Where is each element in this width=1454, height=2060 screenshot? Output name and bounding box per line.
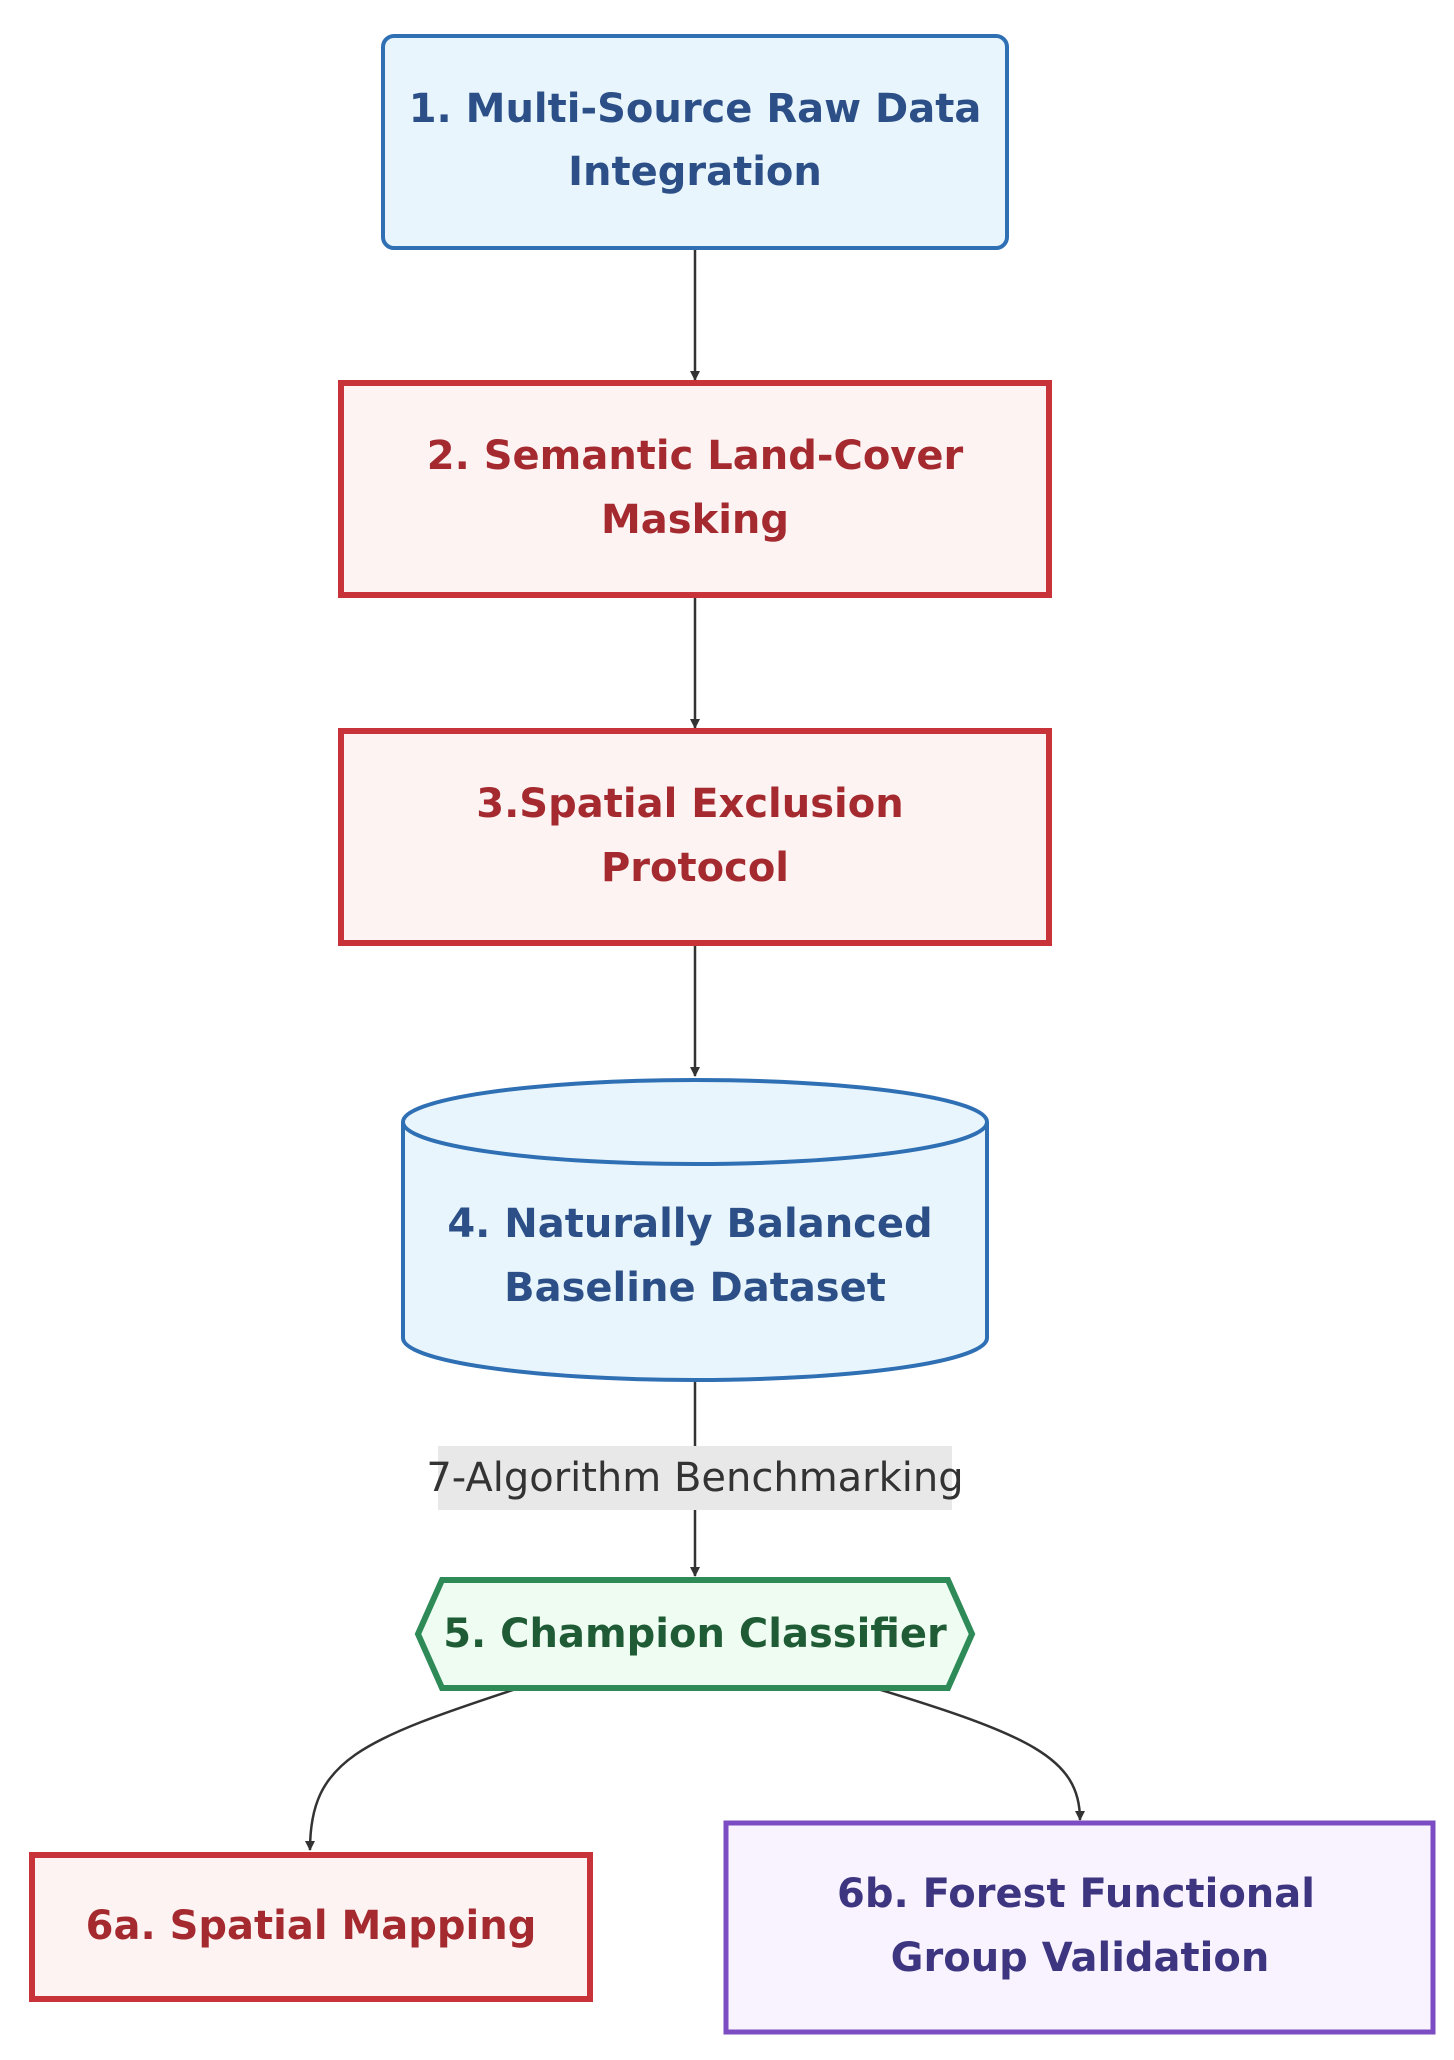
edge-label-text: 7-Algorithm Benchmarking [426, 1455, 963, 1501]
node-1-label-line-2: Integration [568, 149, 822, 195]
node-3-label-line-1: 3.Spatial Exclusion [476, 781, 903, 827]
node-3-spatial-exclusion: 3.Spatial Exclusion Protocol [338, 728, 1052, 946]
node-3-label-line-2: Protocol [601, 845, 789, 891]
edge-n5-n6b [867, 1684, 1085, 1821]
edges-layer [305, 250, 1085, 1851]
node-4-baseline-dataset: 4. Naturally Balanced Baseline Dataset [401, 1078, 989, 1382]
node-5-shape [414, 1577, 976, 1691]
node-4-label-line-2: Baseline Dataset [504, 1265, 886, 1311]
edge-label: 7-Algorithm Benchmarking [426, 1446, 964, 1510]
node-3-shape [338, 728, 1052, 946]
node-2-label-line-1: 2. Semantic Land-Cover [427, 433, 964, 479]
node-6a-spatial-mapping: 6a. Spatial Mapping [29, 1852, 593, 2002]
node-6b-shape [723, 1820, 1436, 2035]
node-2-label-line-2: Masking [601, 497, 789, 543]
node-5-champion-classifier: 5. Champion Classifier [414, 1577, 976, 1691]
node-5-label: 5. Champion Classifier [443, 1611, 947, 1657]
node-6b-label-line-1: 6b. Forest Functional [837, 1871, 1315, 1917]
node-4-cylinder-body [401, 1122, 989, 1382]
edge-n5-n6a [305, 1684, 526, 1851]
node-6b-label-line-2: Group Validation [891, 1935, 1270, 1981]
node-1-shape [381, 34, 1009, 250]
node-6a-label: 6a. Spatial Mapping [86, 1903, 537, 1949]
node-1-raw-data-integration: 1. Multi-Source Raw Data Integration [381, 34, 1009, 250]
node-1-label-line-1: 1. Multi-Source Raw Data [409, 86, 982, 132]
node-2-land-cover-masking: 2. Semantic Land-Cover Masking [338, 380, 1052, 598]
node-4-label-line-1: 4. Naturally Balanced [447, 1201, 932, 1247]
node-4-cylinder-top [401, 1078, 989, 1166]
node-6a-shape [29, 1852, 593, 2002]
node-6b-functional-group-validation: 6b. Forest Functional Group Validation [723, 1820, 1436, 2035]
edge-label-background [438, 1446, 952, 1510]
node-2-shape [338, 380, 1052, 598]
